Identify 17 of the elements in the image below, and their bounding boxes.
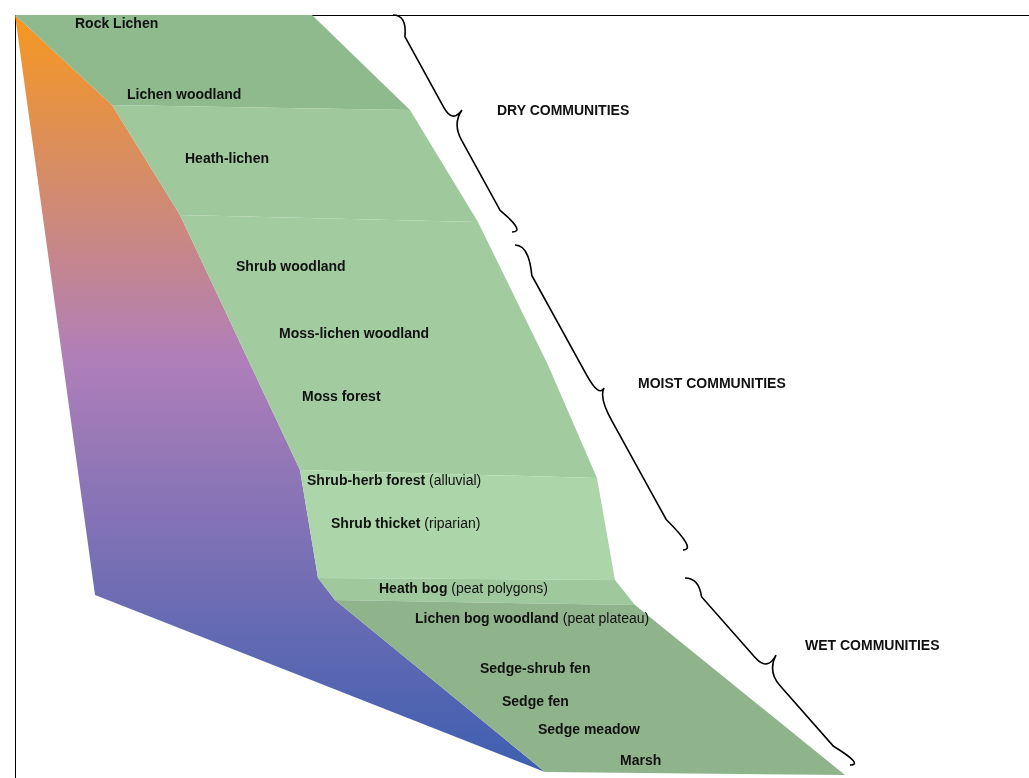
community-label: Rock Lichen bbox=[75, 14, 159, 32]
community-label: Shrub thicket (riparian) bbox=[331, 514, 481, 532]
group-label: WET COMMUNITIES bbox=[805, 636, 940, 654]
group-label: MOIST COMMUNITIES bbox=[638, 374, 786, 392]
community-label: Sedge meadow bbox=[538, 720, 640, 738]
group-label: DRY COMMUNITIES bbox=[497, 101, 630, 119]
community-label: Heath-lichen bbox=[185, 149, 269, 167]
community-label: Shrub-herb forest (alluvial) bbox=[307, 471, 482, 489]
community-label: Sedge-shrub fen bbox=[480, 659, 591, 677]
community-label: Heath bog (peat polygons) bbox=[379, 579, 548, 597]
community-label: Moss-lichen woodland bbox=[279, 324, 430, 342]
community-label: Sedge fen bbox=[502, 692, 569, 710]
community-label: Lichen woodland bbox=[127, 85, 242, 103]
community-label: Lichen bog woodland (peat plateau) bbox=[415, 609, 650, 627]
community-label: Shrub woodland bbox=[236, 257, 346, 275]
community-label: Moss forest bbox=[302, 387, 381, 405]
community-label: Marsh bbox=[620, 751, 662, 769]
